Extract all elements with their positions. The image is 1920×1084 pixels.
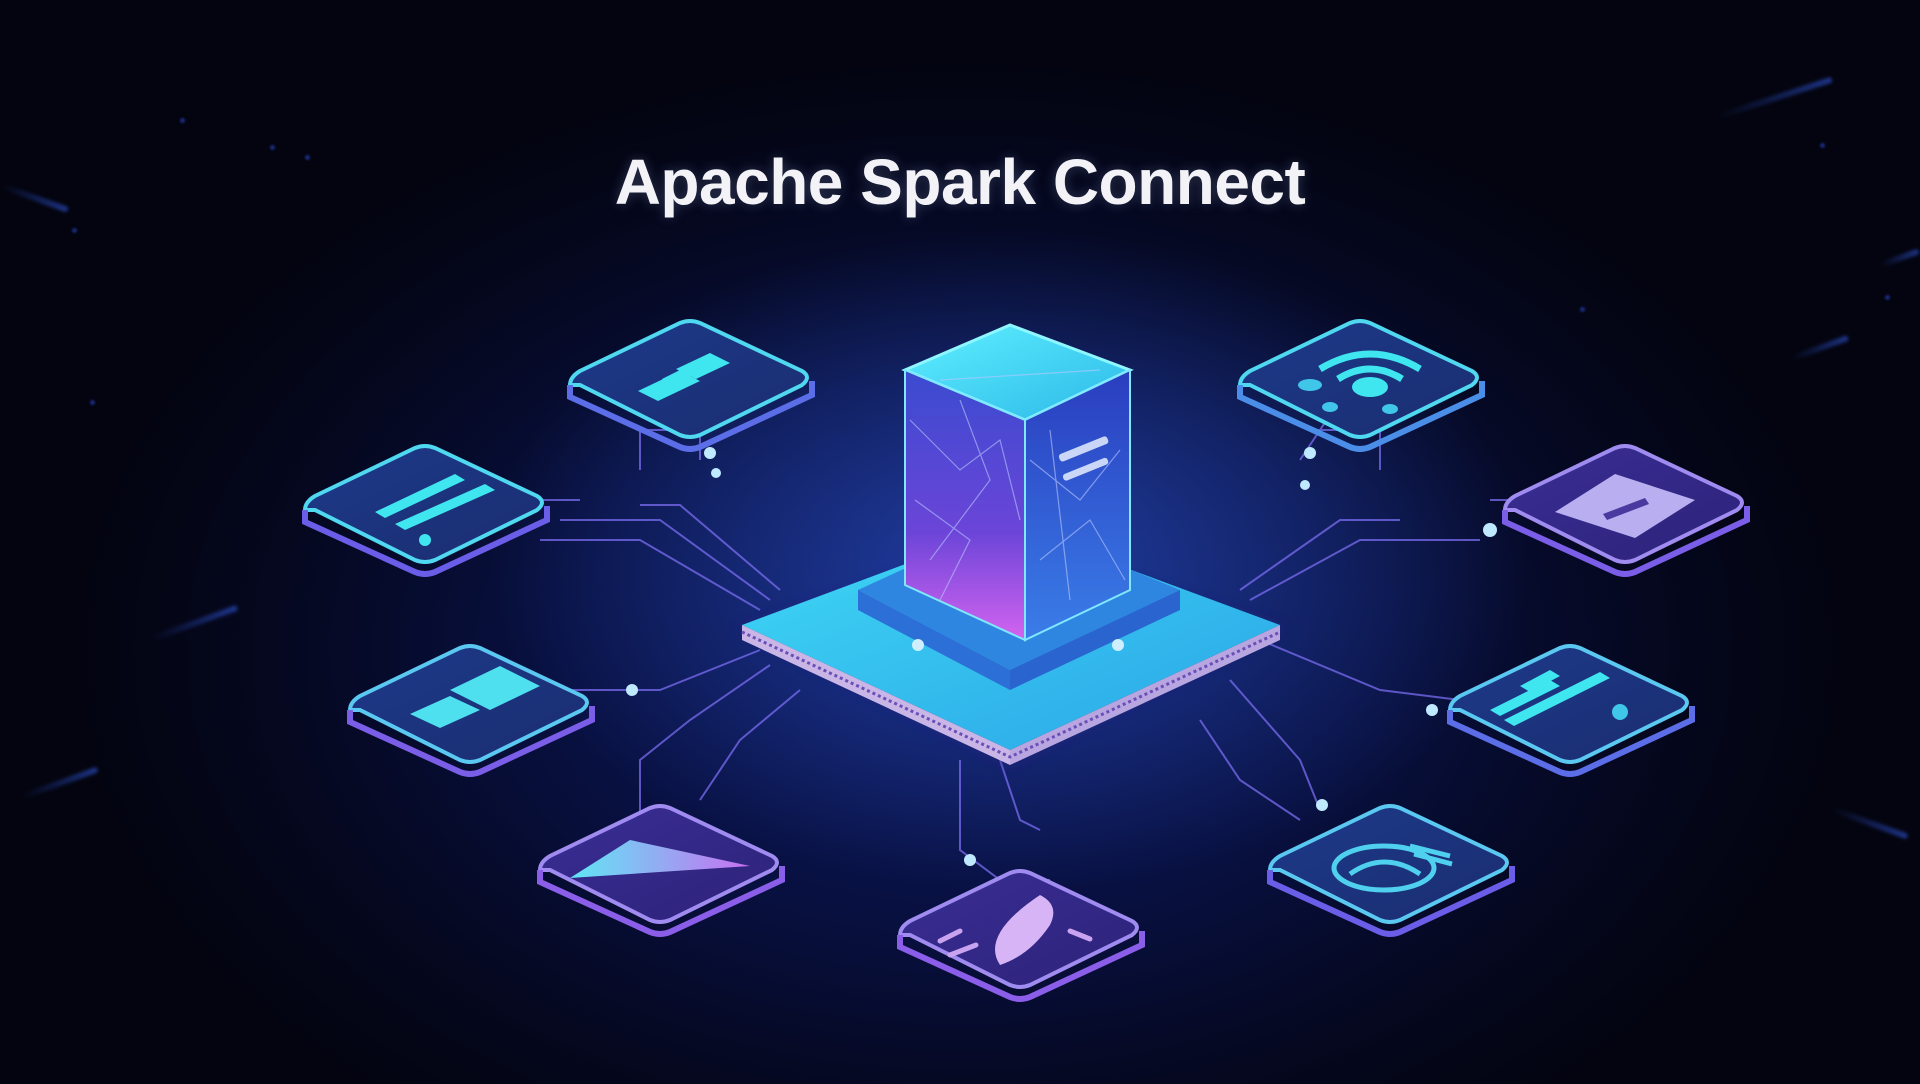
tile-plug: [567, 319, 815, 452]
plug-icon: [638, 353, 730, 401]
laptop-icon: [410, 666, 540, 728]
wifi-signal-icon: [1318, 350, 1422, 383]
tile-rocket: [897, 869, 1145, 1002]
tile-mesh: [1267, 804, 1515, 937]
terminal-icon: [375, 474, 495, 546]
network-mesh-icon: [1331, 843, 1453, 893]
window-icon: [1555, 474, 1695, 538]
grid-table-icon: [1490, 670, 1610, 726]
spark-server-block: [901, 323, 1134, 642]
tile-wifi: [1237, 319, 1485, 452]
rocket-icon: [995, 895, 1054, 965]
block-label-marks: [1058, 436, 1109, 481]
chart-wedge-icon: [570, 840, 750, 878]
tile-terminal: [302, 444, 550, 577]
tile-grid: [1447, 644, 1695, 777]
trace-nodes: [626, 447, 1497, 866]
tile-window: [1502, 444, 1750, 577]
page-title: Apache Spark Connect: [614, 146, 1306, 218]
tile-chart: [537, 804, 785, 937]
tile-laptop: [347, 644, 595, 777]
